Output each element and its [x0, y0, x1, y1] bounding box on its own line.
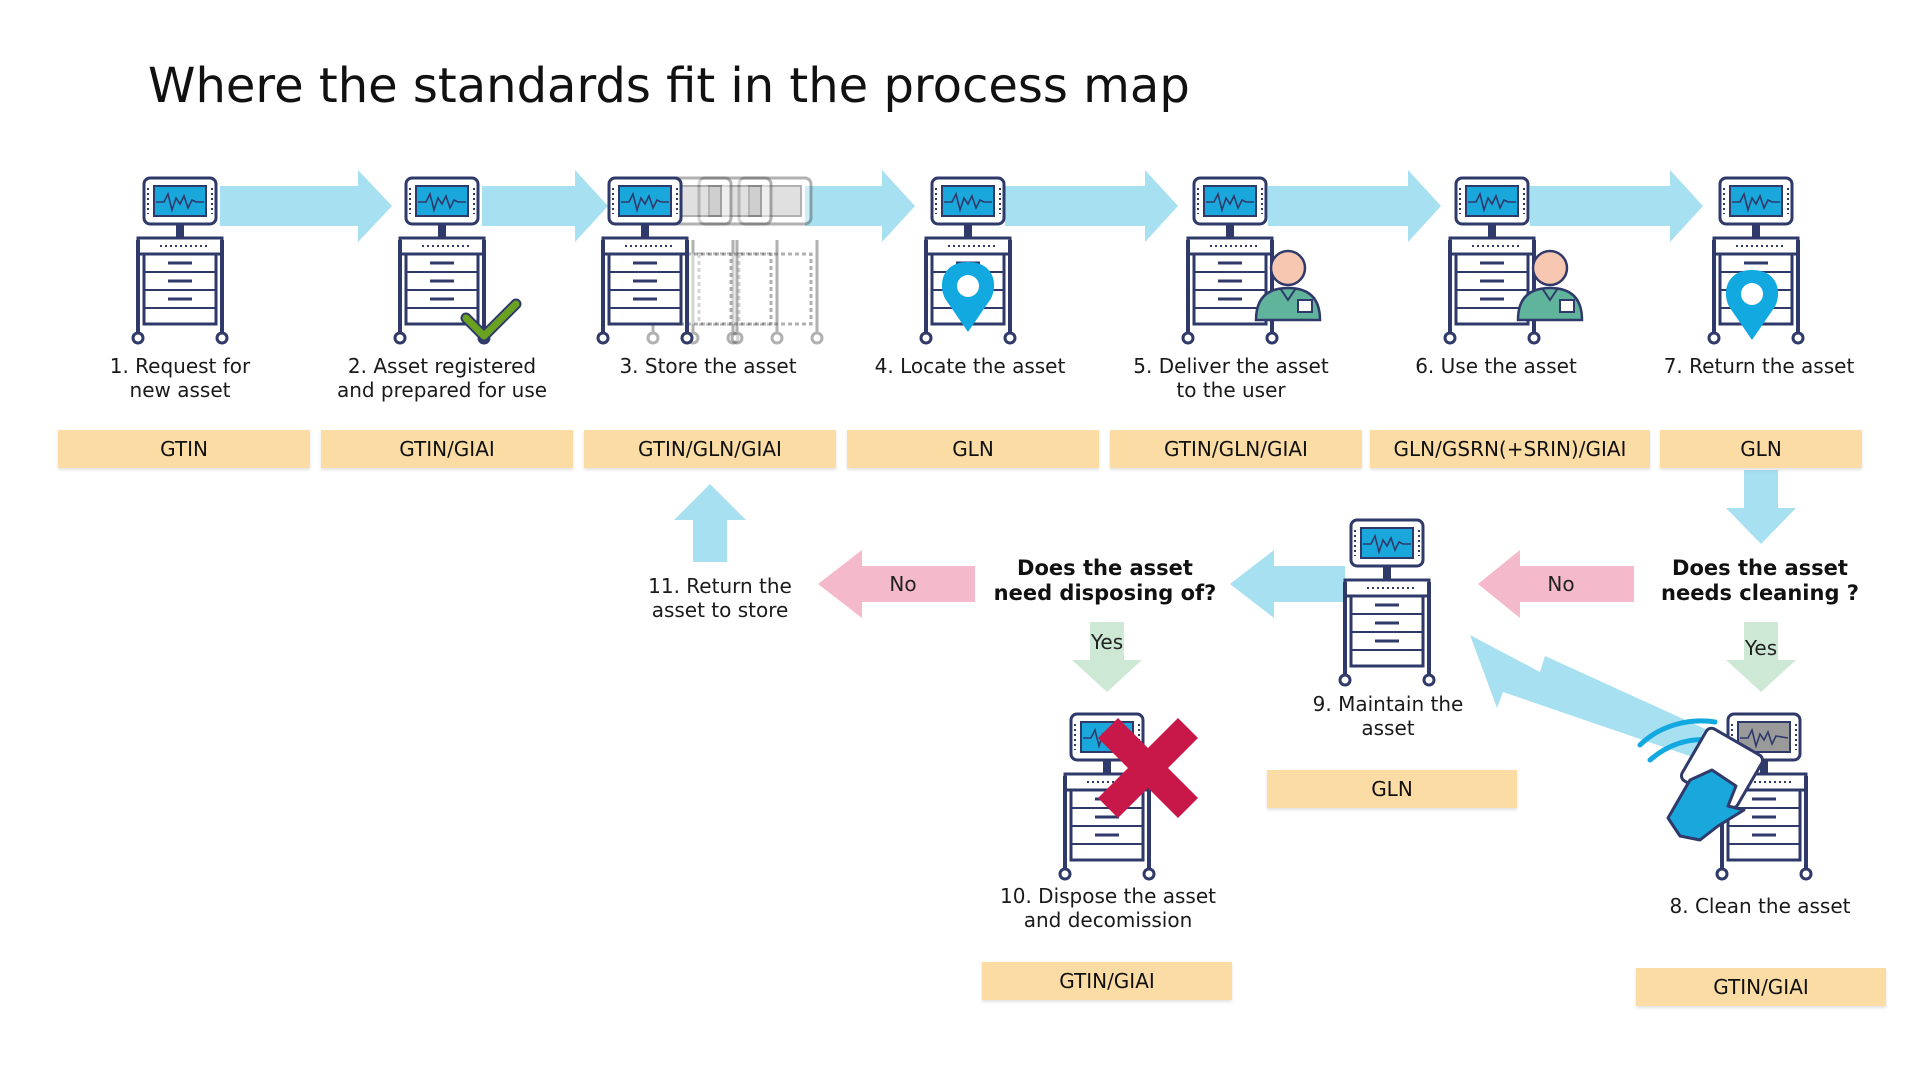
code-box-step-8: GTIN/GIAI [1636, 968, 1886, 1006]
flow-arrows-top [220, 170, 1703, 242]
code-box-step-9: GLN [1267, 770, 1517, 808]
no-arrow-cleaning [1478, 550, 1634, 618]
step-11-label: 11. Return the asset to store [648, 574, 792, 622]
medical-cart-icon [1338, 518, 1436, 687]
code-box-step-4: GLN [847, 430, 1099, 468]
code-box-step-10: GTIN/GIAI [982, 962, 1232, 1000]
code-box-step-7: GLN [1660, 430, 1862, 468]
check-icon [462, 300, 520, 340]
medical-cart-icon [596, 176, 694, 345]
step-2-label: 2. Asset registered and prepared for use [336, 354, 548, 402]
location-pin-icon [1725, 270, 1779, 340]
medical-cart-icon [393, 176, 491, 345]
code-box-step-1: GTIN [58, 430, 310, 468]
step-8-label: 8. Clean the asset [1669, 894, 1851, 918]
step-6-label: 6. Use the asset [1415, 354, 1577, 378]
up-arrow-return [674, 484, 746, 562]
step-7-label: 7. Return the asset [1663, 354, 1855, 378]
code-box-step-6: GLN/GSRN(+SRIN)/GIAI [1370, 430, 1650, 468]
code-box-step-5: GTIN/GLN/GIAI [1110, 430, 1362, 468]
medical-cart-icon [131, 176, 229, 345]
yes-arrow-cleaning [1726, 622, 1796, 692]
flow-arrow-diagonal [1470, 635, 1725, 764]
cleaning-question: Does the asset needs cleaning ? [1661, 556, 1859, 605]
step-10-label: 10. Dispose the asset and decomission [1000, 884, 1216, 932]
cleaning-yes-label: Yes [1744, 636, 1778, 660]
code-box-step-2: GTIN/GIAI [321, 430, 573, 468]
step-1-label: 1. Request for new asset [109, 354, 251, 402]
no-arrow-disposing [818, 550, 975, 618]
step-4-label: 4. Locate the asset [874, 354, 1066, 378]
step-3-label: 3. Store the asset [619, 354, 797, 378]
disposing-no-label: No [889, 572, 917, 596]
cleaning-no-label: No [1547, 572, 1575, 596]
yes-arrow-disposing [1072, 622, 1142, 692]
disposing-question: Does the asset need disposing of? [993, 556, 1217, 605]
page-title: Where the standards fit in the process m… [148, 58, 1190, 114]
step-5-label: 5. Deliver the asset to the user [1133, 354, 1329, 402]
flow-arrow-to-disposing [1230, 550, 1345, 618]
disposing-yes-label: Yes [1090, 630, 1124, 654]
down-arrow [1726, 470, 1796, 544]
cross-icon [1098, 718, 1198, 818]
step-9-label: 9. Maintain the asset [1312, 692, 1464, 740]
code-box-step-3: GTIN/GLN/GIAI [584, 430, 836, 468]
cleaning-glove-icon [1637, 718, 1765, 842]
